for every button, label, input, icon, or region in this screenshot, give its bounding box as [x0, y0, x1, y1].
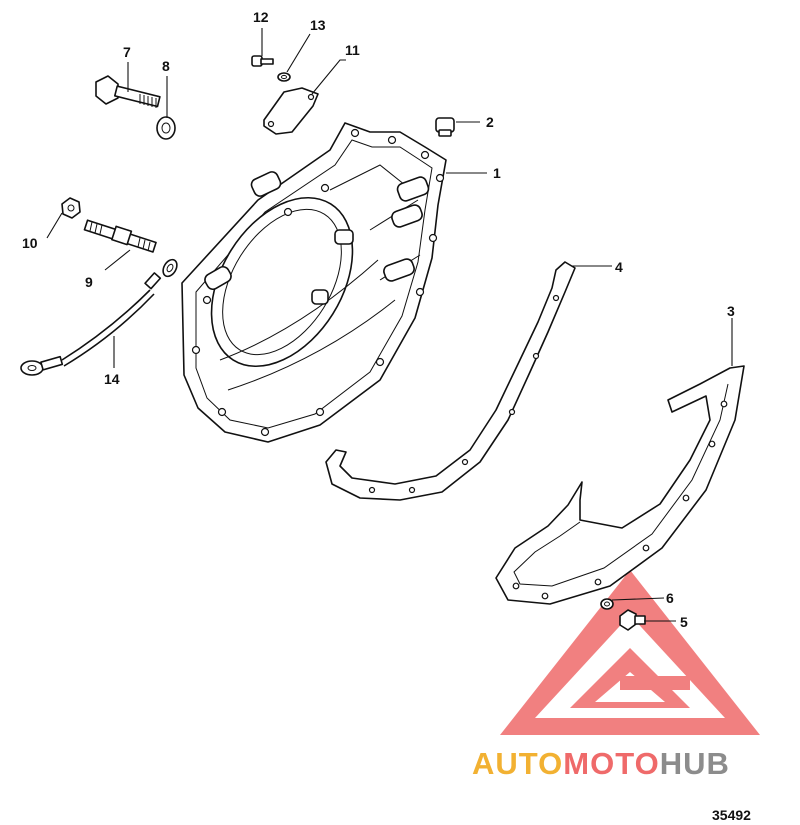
callout-8: 8 — [162, 58, 170, 74]
bolt-7 — [95, 75, 161, 108]
callout-labels: 1 2 3 4 5 6 7 8 9 10 11 12 13 14 — [22, 9, 735, 630]
brand-part-moto: MOTO — [563, 746, 659, 781]
callout-5: 5 — [680, 614, 688, 630]
flywheel-housing — [181, 122, 447, 443]
callout-13: 13 — [310, 17, 326, 33]
housing-gasket — [325, 261, 576, 501]
leader-lines — [46, 28, 733, 622]
callout-12: 12 — [253, 9, 269, 25]
callout-1: 1 — [493, 165, 501, 181]
plug-2 — [435, 117, 455, 137]
callout-10: 10 — [22, 235, 38, 251]
nut-10 — [61, 197, 81, 219]
ground-strap-14 — [20, 258, 178, 376]
stud-9 — [83, 219, 157, 253]
bolt-5 — [619, 609, 646, 631]
watermark-logo-icon — [500, 570, 760, 735]
callout-9: 9 — [85, 274, 93, 290]
svg-text:AUTOMOTOHUB: AUTOMOTOHUB — [472, 746, 730, 781]
callout-2: 2 — [486, 114, 494, 130]
drawing-number: 35492 — [712, 807, 751, 823]
washer-13 — [277, 72, 291, 82]
callout-3: 3 — [727, 303, 735, 319]
callout-4: 4 — [615, 259, 623, 275]
callout-6: 6 — [666, 590, 674, 606]
callout-14: 14 — [104, 371, 120, 387]
washer-6 — [600, 598, 614, 610]
brand-part-auto: AUTO — [472, 746, 563, 781]
callout-11: 11 — [345, 42, 360, 58]
access-cover-plate — [263, 87, 319, 135]
callout-7: 7 — [123, 44, 131, 60]
flywheel-cover-plate — [495, 365, 745, 605]
screw-12 — [251, 55, 274, 67]
watermark-brand: AUTOMOTOHUB — [472, 746, 730, 781]
lock-washer-8 — [156, 116, 176, 140]
brand-part-hub: HUB — [660, 746, 730, 781]
